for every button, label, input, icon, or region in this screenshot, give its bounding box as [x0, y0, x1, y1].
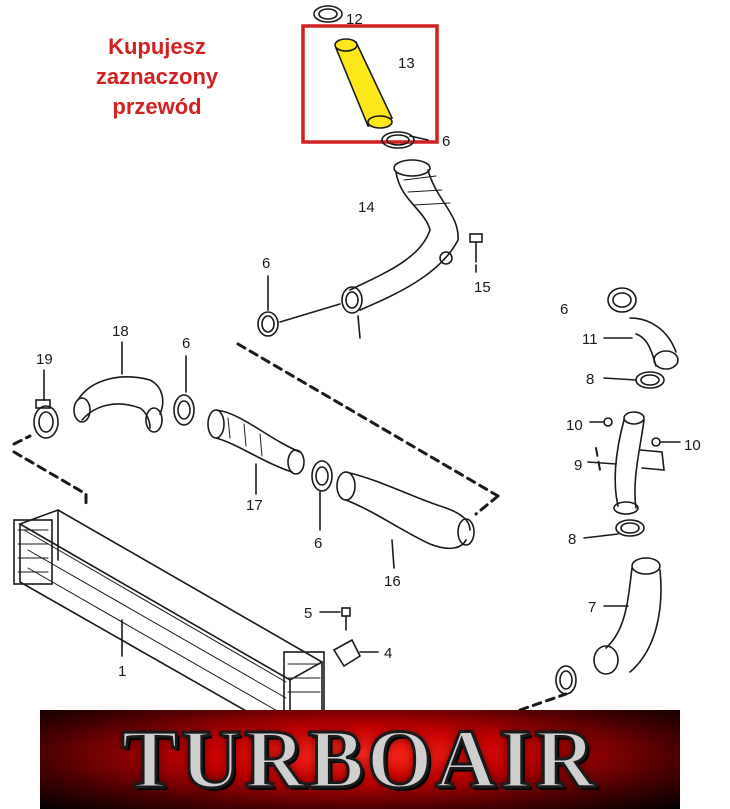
label-16: 16: [384, 573, 401, 590]
hose-13-highlighted: [334, 38, 394, 129]
label-5: 5: [304, 605, 312, 622]
label-14: 14: [358, 199, 375, 216]
purchase-note: Kupujesz zaznaczony przewód: [62, 32, 252, 122]
hose-17: [207, 409, 305, 495]
label-1: 1: [118, 663, 126, 680]
hose-7: [593, 557, 662, 675]
label-10-right: 10: [684, 437, 701, 454]
screw-10-left: [589, 417, 613, 427]
intercooler-1: [13, 509, 325, 738]
label-11: 11: [582, 331, 598, 348]
label-6-top: 6: [442, 133, 450, 150]
hose-18: [73, 341, 164, 433]
note-line-3: przewód: [112, 94, 202, 119]
highlight-frame: [301, 24, 439, 144]
clamp-6-top: [381, 131, 429, 149]
label-17: 17: [246, 497, 263, 514]
label-6-upper: 6: [262, 255, 270, 272]
note-line-2: zaznaczony: [95, 64, 219, 89]
label-6-lower: 6: [314, 535, 322, 552]
label-9: 9: [574, 457, 582, 474]
screw-10-right: [651, 437, 681, 447]
label-6-mid: 6: [182, 335, 190, 352]
label-18: 18: [112, 323, 129, 340]
label-4: 4: [384, 645, 392, 662]
part-labels: 12 13 6 14 15 6 18 6 19 17 6 16 1 5 4 6 …: [36, 11, 701, 680]
label-7: 7: [588, 599, 596, 616]
pipe-14: [341, 159, 459, 339]
clamp-6-upper: [257, 275, 341, 337]
brand-banner: TURBOAIR: [40, 710, 680, 809]
clamp-7-end: [555, 665, 577, 695]
clamp-6-right: [607, 287, 637, 313]
label-10-left: 10: [566, 417, 583, 434]
connection-lines: [12, 342, 601, 712]
clamp-6-mid: [173, 355, 195, 426]
hose-16: [336, 471, 475, 569]
pipe-9: [587, 411, 665, 515]
label-8-lower: 8: [568, 531, 576, 548]
clamp-8-upper: [603, 371, 665, 389]
clamp-8-lower: [583, 519, 645, 539]
clamp-12: [313, 5, 343, 23]
label-6-right: 6: [560, 301, 568, 318]
note-line-1: Kupujesz: [108, 34, 206, 59]
hose-11: [603, 317, 679, 370]
bolt-15: [469, 233, 483, 273]
label-19: 19: [36, 351, 53, 368]
label-13: 13: [398, 55, 415, 72]
label-12: 12: [346, 11, 363, 28]
label-15: 15: [474, 279, 491, 296]
label-8-upper: 8: [586, 371, 594, 388]
clamp-6-lower: [311, 460, 333, 531]
screw-5: [319, 607, 351, 631]
bracket-4: [332, 638, 379, 668]
brand-logo-text: TURBOAIR: [120, 712, 599, 808]
clamp-19: [33, 369, 59, 439]
